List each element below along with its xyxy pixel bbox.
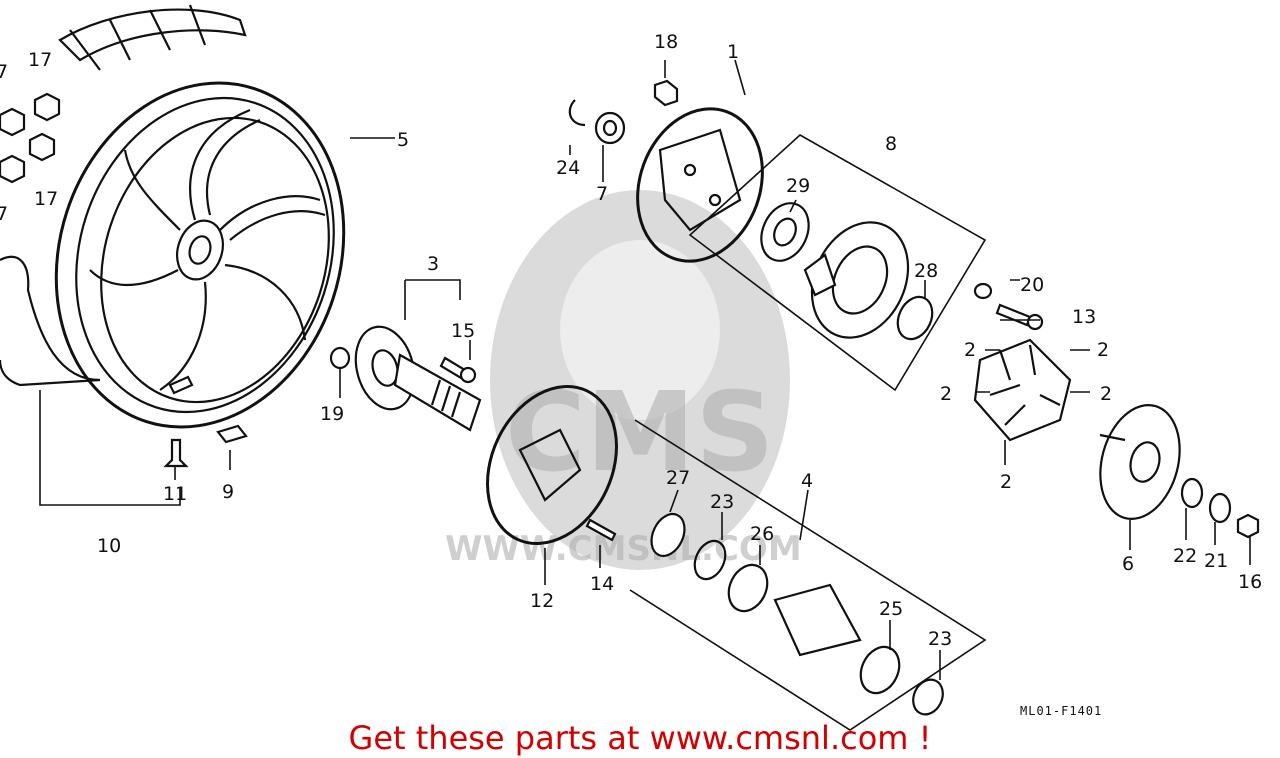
label-6: 6 xyxy=(1122,553,1134,575)
label-25: 25 xyxy=(879,598,903,620)
sprocket-hub xyxy=(688,134,987,392)
label-11: 11 xyxy=(163,483,187,505)
label-2-a: 2 xyxy=(964,339,976,361)
label-2-e: 2 xyxy=(1000,471,1012,493)
label-15: 15 xyxy=(451,320,475,342)
label-10: 10 xyxy=(97,535,121,557)
sprocket xyxy=(568,79,764,263)
label-24: 24 xyxy=(556,157,580,179)
label-12: 12 xyxy=(530,590,554,612)
label-26: 26 xyxy=(750,523,774,545)
label-21: 21 xyxy=(1204,550,1228,572)
valve-and-weight xyxy=(163,424,248,468)
label-5: 5 xyxy=(397,129,409,151)
label-2-d: 2 xyxy=(1100,383,1112,405)
label-29: 29 xyxy=(786,175,810,197)
label-1: 1 xyxy=(727,41,739,63)
label-8: 8 xyxy=(885,133,897,155)
label-27: 27 xyxy=(666,467,690,489)
wheel-nuts xyxy=(0,92,61,184)
watermark: CMS WWW.CMSNL.COM xyxy=(445,190,802,570)
label-23-upper: 23 xyxy=(710,491,734,513)
leader-lines xyxy=(39,59,1251,680)
label-2-c: 2 xyxy=(940,383,952,405)
label-13: 13 xyxy=(1072,306,1096,328)
label-22: 22 xyxy=(1173,545,1197,567)
label-14: 14 xyxy=(590,573,614,595)
watermark-logo: CMS xyxy=(505,368,774,496)
diagram-code: ML01-F1401 xyxy=(1020,704,1102,718)
label-23-lower: 23 xyxy=(928,628,952,650)
label-7-right: 7 xyxy=(596,183,608,205)
label-7-left-bottom: 7 xyxy=(0,203,8,225)
label-20: 20 xyxy=(1020,274,1044,296)
label-17-top: 17 xyxy=(28,49,52,71)
damper-rubbers xyxy=(973,282,1072,442)
footer-link-text[interactable]: Get these parts at www.cmsnl.com ! xyxy=(348,719,932,757)
label-2-b: 2 xyxy=(1097,339,1109,361)
label-17-bottom: 17 xyxy=(34,188,58,210)
label-9: 9 xyxy=(222,481,234,503)
label-16: 16 xyxy=(1238,571,1262,593)
label-7-left-top: 7 xyxy=(0,61,8,83)
axle-collar-group xyxy=(629,419,987,731)
watermark-url: WWW.CMSNL.COM xyxy=(445,529,802,569)
final-driven-flange xyxy=(1099,404,1260,539)
part-labels: 1 18 24 7 8 29 28 20 13 2 2 2 2 2 6 22 2… xyxy=(0,31,1262,718)
label-18: 18 xyxy=(654,31,678,53)
label-3: 3 xyxy=(427,253,439,275)
label-28: 28 xyxy=(914,260,938,282)
brake-disc xyxy=(486,384,618,546)
tire-drawing xyxy=(0,4,247,387)
label-4: 4 xyxy=(801,470,813,492)
rear-wheel-drawing xyxy=(54,81,346,429)
label-19: 19 xyxy=(320,403,344,425)
